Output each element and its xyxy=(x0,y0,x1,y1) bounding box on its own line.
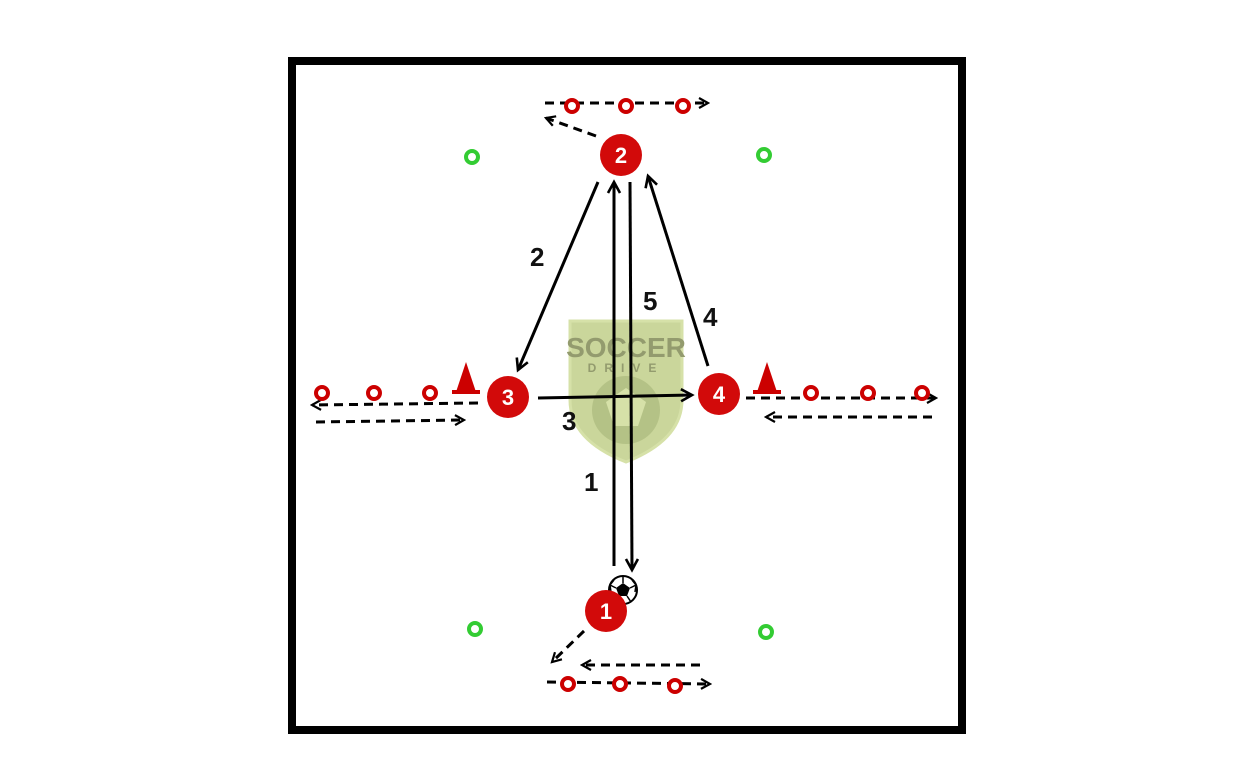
player-icon xyxy=(698,373,740,415)
player-4: 4 xyxy=(698,373,740,415)
pass-arrow-3 xyxy=(537,388,695,403)
disc-cone-icon xyxy=(422,385,438,401)
disc-cone-icon xyxy=(564,98,580,114)
disc-cone-icon xyxy=(366,385,382,401)
pass-labels: 1 2 3 4 5 xyxy=(530,242,718,497)
logo-line2: DRIVE xyxy=(588,361,665,375)
movement-arrow-left-in xyxy=(315,420,464,422)
disc-cone-icon xyxy=(860,385,876,401)
player-1: 1 xyxy=(585,590,627,632)
cone-base xyxy=(753,390,781,394)
player-number: 2 xyxy=(615,143,627,168)
cone-base xyxy=(452,390,480,394)
disc-cone-icon xyxy=(612,676,628,692)
player-3: 3 xyxy=(487,376,529,418)
pass-label-1: 1 xyxy=(584,467,598,497)
player-number: 4 xyxy=(713,382,726,407)
player-number: 1 xyxy=(600,599,612,624)
logo-line1: SOCCER xyxy=(566,332,686,363)
pass-label-4: 4 xyxy=(703,302,718,332)
pass-label-2: 2 xyxy=(530,242,544,272)
disc-cone-icon xyxy=(675,98,691,114)
green-marker-icon xyxy=(756,147,772,163)
logo-watermark: SOCCER DRIVE xyxy=(566,319,686,464)
disc-cone-icon xyxy=(314,385,330,401)
movement-arrow-left-out xyxy=(312,403,479,405)
green-marker-icon xyxy=(464,149,480,165)
tall-cones xyxy=(452,362,781,394)
disc-cone-icon xyxy=(667,678,683,694)
disc-cone-icon xyxy=(803,385,819,401)
movement-arrow-bottom-out xyxy=(546,682,710,684)
green-marker-icon xyxy=(467,621,483,637)
disc-cone-icon xyxy=(560,676,576,692)
disc-cone-icon xyxy=(618,98,634,114)
disc-cone-icon xyxy=(914,385,930,401)
pass-label-5: 5 xyxy=(643,286,657,316)
green-marker-icon xyxy=(758,624,774,640)
player-icon xyxy=(585,590,627,632)
movement-arrow-top-return xyxy=(546,118,597,138)
player-2: 2 xyxy=(600,134,642,176)
pass-arrow-2 xyxy=(515,181,600,373)
cone-icon xyxy=(456,362,476,392)
player-icon xyxy=(600,134,642,176)
cone-icon xyxy=(757,362,777,392)
player-number: 3 xyxy=(502,385,514,410)
disc-cones xyxy=(314,98,930,694)
player-icon xyxy=(487,376,529,418)
movement-arrow-bottom-back xyxy=(552,629,586,662)
green-markers xyxy=(464,147,774,640)
pass-label-3: 3 xyxy=(562,406,576,436)
pass-arrow-4 xyxy=(644,173,710,367)
pass-arrow-5 xyxy=(624,181,640,573)
pass-arrows xyxy=(515,173,710,573)
